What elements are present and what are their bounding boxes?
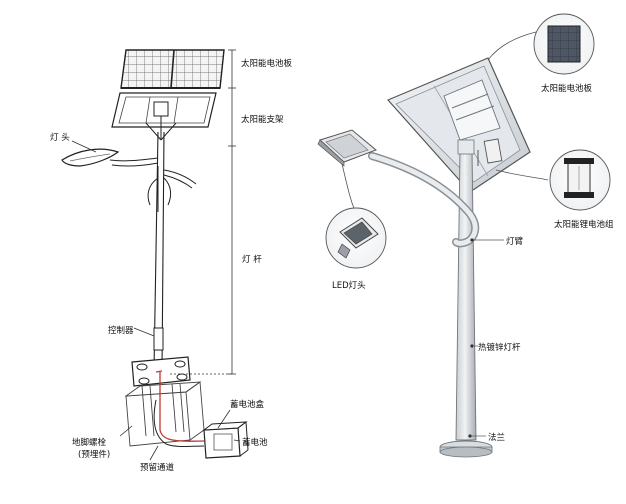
right-diagram: 太阳能电池板 太阳能锂电池组 LED灯头 灯臂 热镀锌灯杆 法兰 [317, 13, 614, 458]
left-lamp-arms [109, 157, 197, 212]
label-conduit-left: 预留通道 [140, 462, 175, 473]
left-foundation [124, 381, 205, 447]
left-lamp-head [61, 148, 120, 167]
right-lamp-arm [368, 152, 480, 248]
label-lamp-pole-left: 灯 杆 [242, 254, 262, 265]
right-leader-dots [468, 238, 474, 438]
left-solar-panel [120, 49, 225, 89]
label-controller-left: 控制器 [108, 325, 134, 336]
label-lithium-battery-right: 太阳能锂电池组 [554, 219, 614, 230]
left-conduit-wire [159, 372, 205, 442]
right-led-lamp-head [317, 129, 377, 167]
right-led-lamp-callout [325, 163, 387, 269]
right-flange [439, 440, 493, 458]
left-solar-bracket [111, 92, 217, 141]
label-anchor-bolt-left: 地脚螺栓 [72, 437, 107, 448]
left-base-plate [131, 356, 191, 387]
left-dimension-line [170, 49, 236, 375]
left-controller [153, 327, 164, 351]
label-battery-left: 蓄电池 [242, 437, 268, 448]
label-battery-box-left: 蓄电池盒 [230, 399, 265, 410]
left-leader-lines [71, 140, 241, 461]
label-solar-panel-right: 太阳能电池板 [541, 83, 593, 94]
right-leader-lines [470, 239, 504, 437]
label-solar-bracket-left: 太阳能支架 [241, 114, 284, 125]
left-battery-box [202, 421, 249, 459]
label-flange-right: 法兰 [488, 432, 505, 443]
right-solar-panel-callout [487, 13, 595, 75]
label-anchor-bolt-sub-left: (预埋件) [78, 449, 110, 460]
label-lamp-head-left: 灯 头 [50, 132, 70, 143]
right-battery-pack-callout [495, 149, 611, 211]
label-pole-right: 热镀锌灯杆 [478, 342, 521, 353]
label-lamp-arm-right: 灯臂 [506, 236, 524, 247]
right-solar-panel [386, 57, 531, 193]
label-led-lamp-right: LED灯头 [332, 280, 366, 291]
left-diagram: 太阳能电池板 太阳能支架 灯 头 灯 杆 控制器 蓄电池盒 蓄电池 地脚螺栓 (… [50, 49, 293, 473]
label-solar-panel-left: 太阳能电池板 [241, 58, 293, 69]
